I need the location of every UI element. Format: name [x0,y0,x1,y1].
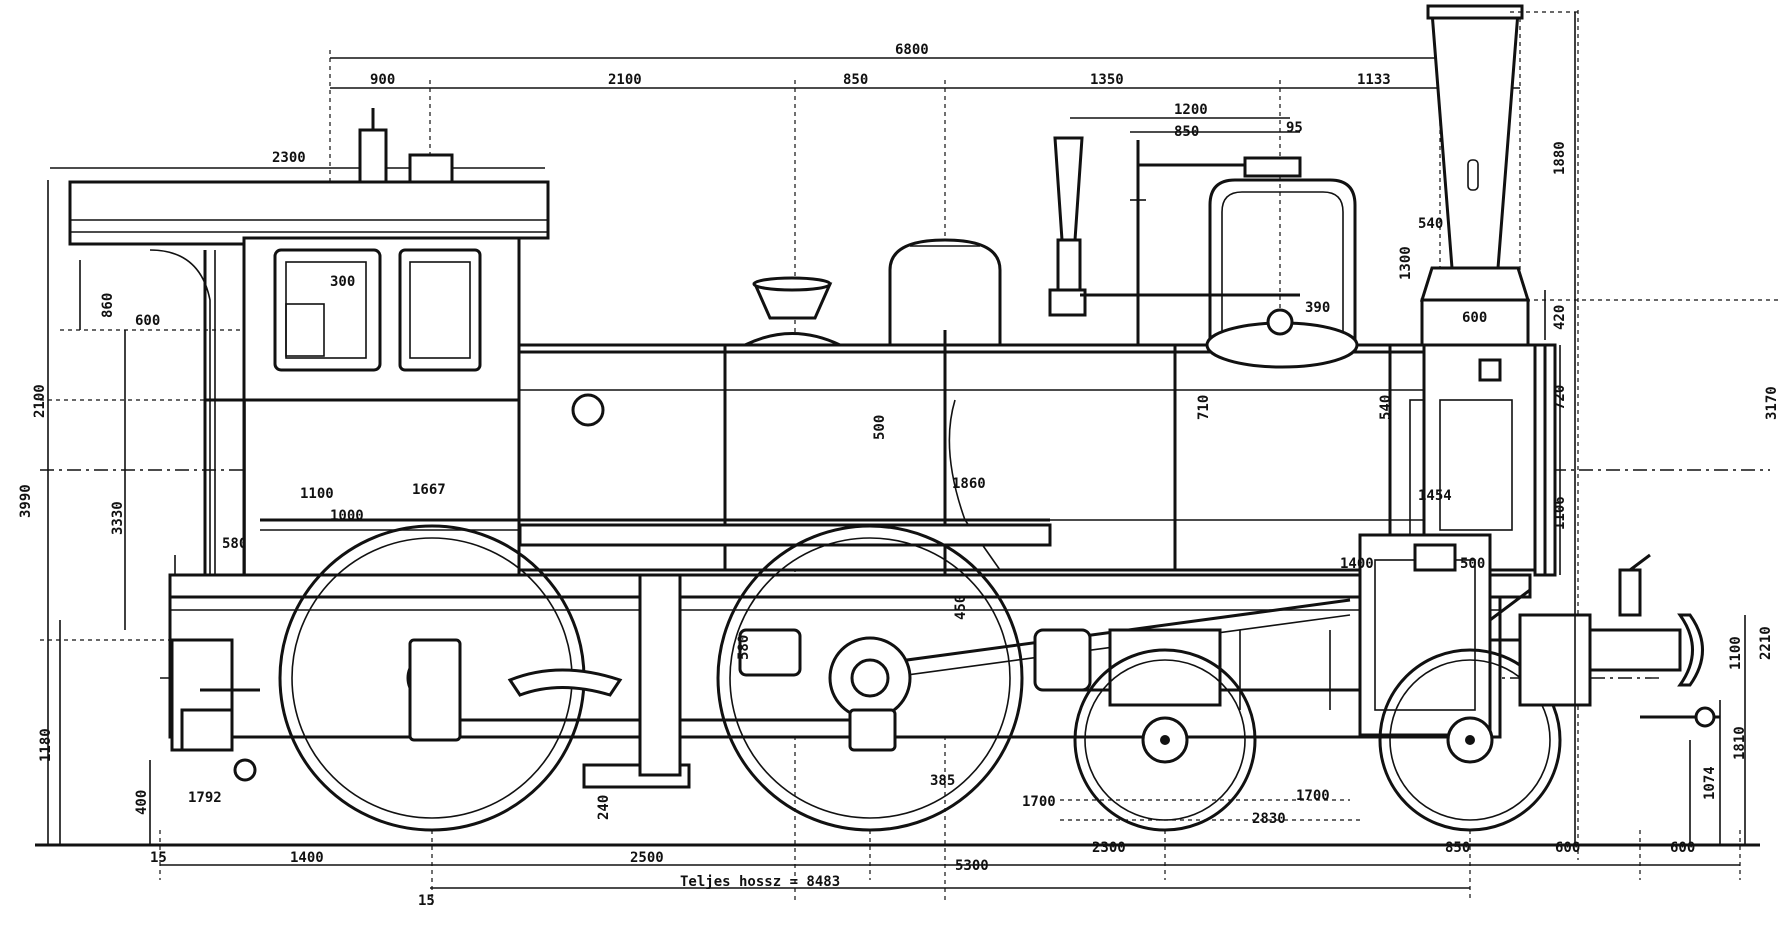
dim-1792: 1792 [188,790,222,806]
dim-1400-ctr: 1400 [1340,556,1374,572]
dim-1000: 1000 [330,508,364,524]
dim-2830: 2830 [1252,811,1286,827]
dim-500-smokebox: 500 [1460,556,1485,572]
dim-580: 580 [222,536,247,552]
dim-850-sub: 850 [1174,124,1199,140]
dim-420: 420 [1552,305,1568,330]
dim-540-fire: 540 [1418,216,1443,232]
dim-300-cab: 300 [330,274,355,290]
dim-1133: 1133 [1357,72,1391,88]
dim-3990: 3990 [18,484,34,518]
dim-1106: 1106 [1552,496,1568,530]
right-dimension-lines [1510,11,1780,845]
dim-1860: 1860 [952,476,986,492]
total-length-label: Teljes hossz = 8483 [680,874,840,890]
chimney [1419,4,1531,347]
dim-5300: 5300 [955,858,989,874]
dim-1700-a: 1700 [1022,794,1056,810]
cab-window-right [398,248,482,372]
dim-1100: 1100 [300,486,334,502]
dim-720: 720 [1552,385,1568,410]
dim-710: 710 [1196,395,1212,420]
boiler-fittings [744,238,1002,650]
dim-1200: 1200 [1174,102,1208,118]
dim-1810: 1810 [1732,726,1748,760]
dim-1100-right: 1100 [1728,636,1744,670]
dim-2210: 2210 [1758,626,1774,660]
dim-1300: 1300 [1398,246,1414,280]
dim-3170: 3170 [1764,386,1780,420]
dim-600: 600 [135,313,160,329]
dim-400: 400 [134,790,150,815]
rear-buffer-beam [170,638,260,782]
rear-buffer [180,708,234,752]
dim-600-chimney: 600 [1462,310,1487,326]
boiler-porthole [571,393,605,427]
dim-580-wheel: 580 [736,635,752,660]
bottom-dimension-lines [159,799,1741,905]
dim-2100: 2100 [608,72,642,88]
dim-2100-v: 2100 [32,384,48,418]
cab-roof [68,180,550,246]
dim-390: 390 [1305,300,1330,316]
whistle-valve [358,128,388,184]
top-dimension-lines [50,10,1579,900]
dim-900: 900 [370,72,395,88]
smokebox-front [1422,343,1557,577]
dim-15-b: 15 [418,893,435,909]
dim-860: 860 [100,293,116,318]
steam-dome [888,238,1002,347]
dim-2500: 2500 [630,850,664,866]
cab-window-left [273,248,382,372]
dim-1074: 1074 [1702,766,1718,800]
dim-2300-bottom: 2300 [1092,840,1126,856]
dim-overall-6800: 6800 [895,42,929,58]
dim-600-b: 600 [1670,840,1695,856]
safety-valves [1048,136,1359,369]
dim-15: 15 [150,850,167,866]
cylinder-and-valve-gear [430,533,1540,737]
dim-1400: 1400 [290,850,324,866]
dim-1180: 1180 [38,728,54,762]
dim-1667: 1667 [412,482,446,498]
dim-500-dome: 500 [872,415,888,440]
whistle [1053,136,1084,242]
front-buffer-beam [1518,553,1720,728]
dim-3330: 3330 [110,501,126,535]
front-buffer [1588,628,1682,672]
dim-1454: 1454 [1418,488,1452,504]
dim-1880: 1880 [1552,141,1568,175]
dim-600-a: 600 [1555,840,1580,856]
chimney-stack [1430,10,1520,270]
dim-850: 850 [843,72,868,88]
dim-385: 385 [930,773,955,789]
dim-240: 240 [596,795,612,820]
dim-540: 540 [1378,395,1394,420]
steam-pipe [1208,178,1357,345]
dim-95: 95 [1286,120,1303,136]
dim-850-bottom: 850 [1445,840,1470,856]
dim-1700-b: 1700 [1296,788,1330,804]
axleboxes [507,573,1092,789]
dim-1350: 1350 [1090,72,1124,88]
dim-cab-2300: 2300 [272,150,306,166]
dim-450: 450 [953,595,969,620]
